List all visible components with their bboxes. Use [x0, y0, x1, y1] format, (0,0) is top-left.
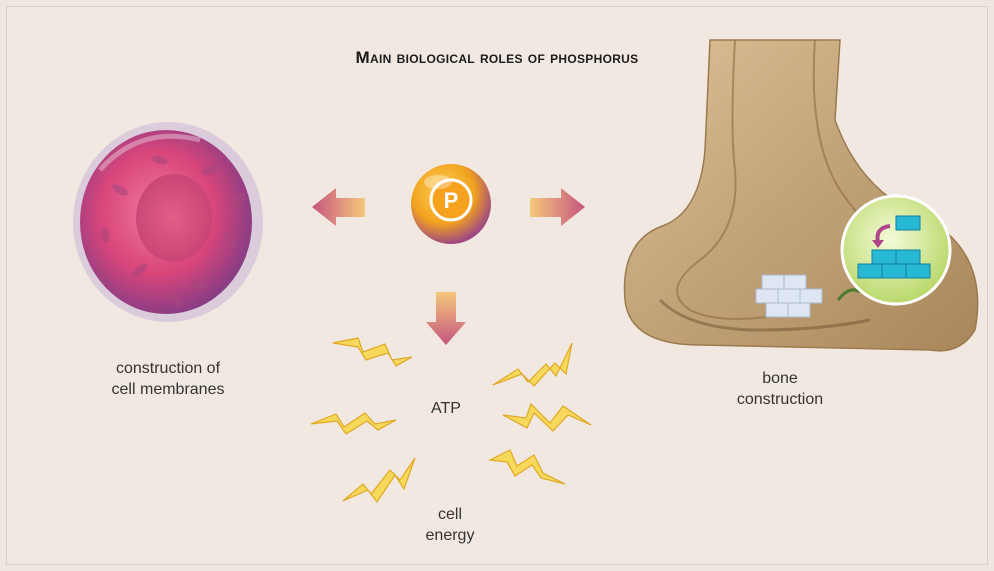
phosphorus-symbol: P	[436, 188, 466, 214]
bolt-icon	[493, 343, 572, 386]
bone-label-line2: construction	[700, 389, 860, 410]
arrow-left	[312, 188, 365, 226]
cell-label-line1: construction of	[63, 358, 273, 379]
bolt-icon	[503, 404, 591, 431]
energy-label-line2: energy	[410, 525, 490, 546]
energy-label-line1: cell	[410, 504, 490, 525]
bone-label-line1: bone	[700, 368, 860, 389]
arrow-down	[426, 292, 466, 345]
atp-label: ATP	[416, 398, 476, 419]
bone-building-detail	[842, 196, 950, 304]
cell-label-line2: cell membranes	[63, 379, 273, 400]
bolt-icon	[311, 413, 396, 434]
bolt-icon	[333, 338, 412, 366]
cell-energy-label: cell energy	[410, 504, 490, 546]
bolt-icon	[490, 450, 565, 484]
bone-construction-label: bone construction	[700, 368, 860, 410]
cell-illustration	[73, 122, 263, 322]
bolt-icon	[343, 458, 415, 502]
energy-bolts	[311, 338, 591, 502]
bone-illustration	[625, 40, 978, 351]
arrow-right	[530, 188, 585, 226]
cell-membrane-label: construction of cell membranes	[63, 358, 273, 400]
